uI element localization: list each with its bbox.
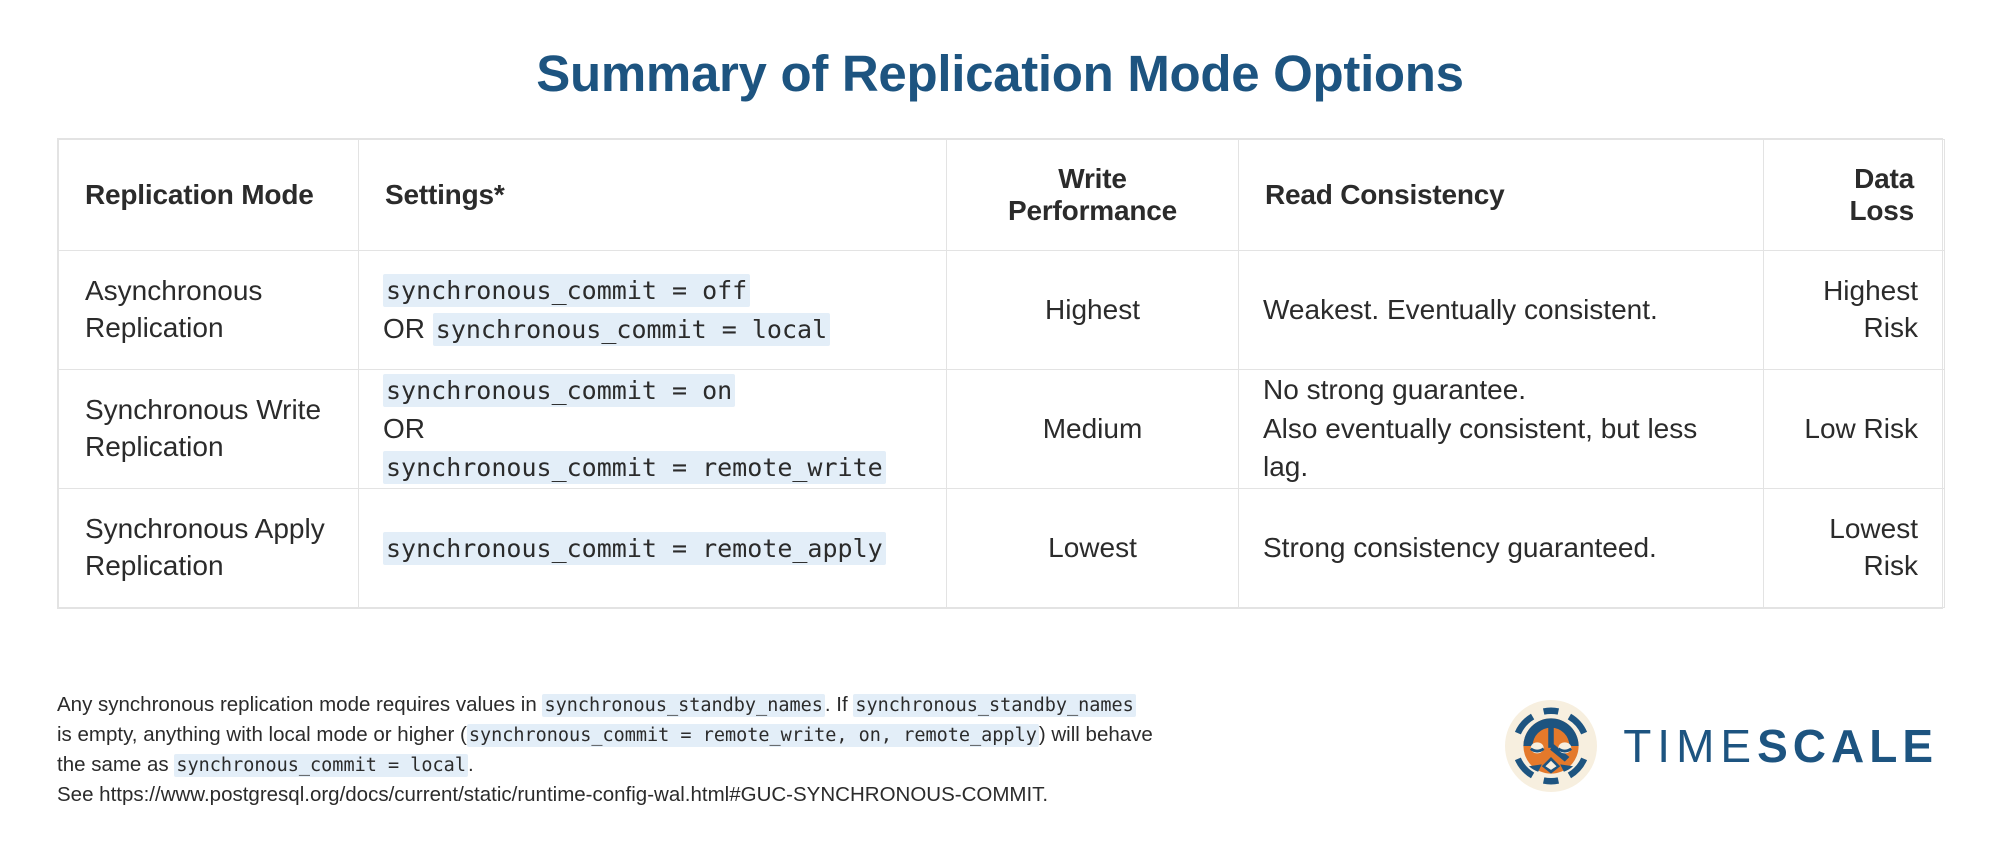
cell-data-loss: Low Risk — [1763, 369, 1945, 490]
read-consistency-value: Weakest. Eventually consistent. — [1239, 291, 1763, 330]
column-header-replication-mode: Replication Mode — [58, 139, 359, 252]
footnote: Any synchronous replication mode require… — [57, 690, 1307, 811]
wordmark-scale: SCALE — [1757, 720, 1938, 772]
code-snippet: synchronous_commit = on — [383, 374, 736, 408]
table-row: Synchronous Write Replication synchronou… — [58, 369, 1945, 490]
timescale-tiger-logo-icon — [1505, 700, 1598, 792]
footnote-text: . — [467, 753, 474, 777]
data-loss-value: Lowest Risk — [1829, 513, 1918, 582]
footnote-text: . If — [824, 693, 854, 716]
footnote-line-2: is empty, anything with local mode or hi… — [57, 720, 1307, 750]
footnote-line-3: the same as synchronous_commit = local. — [57, 750, 1307, 780]
code-snippet: synchronous_commit = local — [432, 313, 831, 347]
data-loss-value: Highest Risk — [1823, 275, 1918, 344]
settings-content: synchronous_commit = off OR synchronous_… — [359, 271, 946, 348]
code-snippet: synchronous_standby_names — [853, 694, 1136, 717]
cell-read-consistency: Weakest. Eventually consistent. — [1238, 250, 1764, 371]
table-header-row: Replication Mode Settings* Write Perform… — [58, 139, 1945, 252]
code-snippet: synchronous_commit = local — [174, 754, 468, 778]
read-consistency-line-1: Weakest. Eventually consistent. — [1263, 293, 1658, 325]
cell-read-consistency: No strong guarantee. Also eventually con… — [1238, 369, 1764, 490]
footnote-text: Any synchronous replication mode require… — [57, 693, 543, 716]
read-consistency-line-2: Also eventually consistent, but less lag… — [1263, 412, 1698, 483]
table-row: Asynchronous Replication synchronous_com… — [58, 250, 1945, 371]
cell-replication-mode: Synchronous Apply Replication — [58, 488, 359, 609]
code-snippet: synchronous_commit = remote_write — [383, 451, 886, 485]
read-consistency-value: No strong guarantee. Also eventually con… — [1239, 371, 1763, 487]
column-header-settings-label: Settings* — [385, 179, 505, 211]
cell-replication-mode: Synchronous Write Replication — [58, 369, 359, 490]
replication-mode-label: Asynchronous Replication — [85, 275, 263, 344]
cell-write-performance: Medium — [946, 369, 1239, 490]
column-header-read-consistency-label: Read Consistency — [1265, 179, 1505, 211]
timescale-wordmark: TIMESCALE — [1623, 719, 1938, 773]
code-snippet: synchronous_commit = off — [383, 274, 751, 308]
code-snippet: synchronous_commit = remote_write, on, r… — [466, 724, 1039, 748]
data-loss-value: Low Risk — [1804, 412, 1918, 444]
read-consistency-value: Strong consistency guaranteed. — [1239, 529, 1763, 568]
settings-content: synchronous_commit = on OR synchronous_c… — [359, 371, 946, 487]
code-snippet: synchronous_commit = remote_apply — [383, 531, 886, 565]
settings-line-1: synchronous_commit = remote_apply — [383, 529, 934, 568]
replication-modes-table: Replication Mode Settings* Write Perform… — [58, 139, 1945, 609]
table-header: Replication Mode Settings* Write Perform… — [58, 139, 1945, 252]
wordmark-time: TIME — [1623, 720, 1758, 772]
column-header-data-loss: Data Loss — [1763, 139, 1945, 252]
column-header-write-performance: Write Performance — [946, 139, 1239, 252]
replication-mode-label: Synchronous Write Replication — [85, 394, 322, 463]
cell-data-loss: Lowest Risk — [1763, 488, 1945, 609]
footnote-line-4-reference-url: See https://www.postgresql.org/docs/curr… — [57, 783, 1049, 807]
settings-or-label: OR — [383, 313, 425, 345]
table-body: Asynchronous Replication synchronous_com… — [58, 250, 1945, 609]
settings-or-label: OR — [383, 412, 425, 444]
column-header-replication-mode-label: Replication Mode — [85, 179, 314, 211]
read-consistency-line-1: Strong consistency guaranteed. — [1263, 531, 1657, 563]
timescale-logo: TIMESCALE — [1505, 700, 1938, 792]
column-header-settings: Settings* — [358, 139, 947, 252]
replication-modes-table-wrapper: Replication Mode Settings* Write Perform… — [57, 138, 1945, 610]
cell-settings: synchronous_commit = off OR synchronous_… — [358, 250, 947, 371]
cell-write-performance: Lowest — [946, 488, 1239, 609]
cell-settings: synchronous_commit = on OR synchronous_c… — [358, 369, 947, 490]
write-performance-value: Highest — [1045, 293, 1140, 325]
settings-line-2: OR synchronous_commit = remote_write — [383, 410, 934, 487]
settings-line-1: synchronous_commit = off — [383, 271, 934, 310]
table-row: Synchronous Apply Replication synchronou… — [58, 488, 1945, 609]
write-performance-value: Lowest — [1048, 531, 1137, 563]
footnote-text: is empty, anything with local mode or hi… — [57, 723, 467, 747]
column-header-write-performance-label: Write Performance — [1008, 163, 1177, 227]
footnote-text: the same as — [57, 753, 175, 777]
cell-replication-mode: Asynchronous Replication — [58, 250, 359, 371]
page-title: Summary of Replication Mode Options — [536, 45, 1464, 102]
write-performance-value: Medium — [1042, 412, 1143, 444]
replication-mode-label: Synchronous Apply Replication — [85, 513, 325, 582]
read-consistency-line-1: No strong guarantee. — [1263, 374, 1527, 406]
settings-line-2: OR synchronous_commit = local — [383, 310, 934, 349]
cell-settings: synchronous_commit = remote_apply — [358, 488, 947, 609]
footnote-line-1: Any synchronous replication mode require… — [57, 690, 1307, 720]
footnote-text: ) will behave — [1038, 723, 1153, 747]
column-header-data-loss-label: Data Loss — [1849, 163, 1914, 227]
cell-data-loss: Highest Risk — [1763, 250, 1945, 371]
cell-read-consistency: Strong consistency guaranteed. — [1238, 488, 1764, 609]
settings-content: synchronous_commit = remote_apply — [359, 529, 946, 568]
column-header-read-consistency: Read Consistency — [1238, 139, 1764, 252]
cell-write-performance: Highest — [946, 250, 1239, 371]
settings-line-1: synchronous_commit = on — [383, 371, 934, 410]
code-snippet: synchronous_standby_names — [542, 694, 825, 717]
